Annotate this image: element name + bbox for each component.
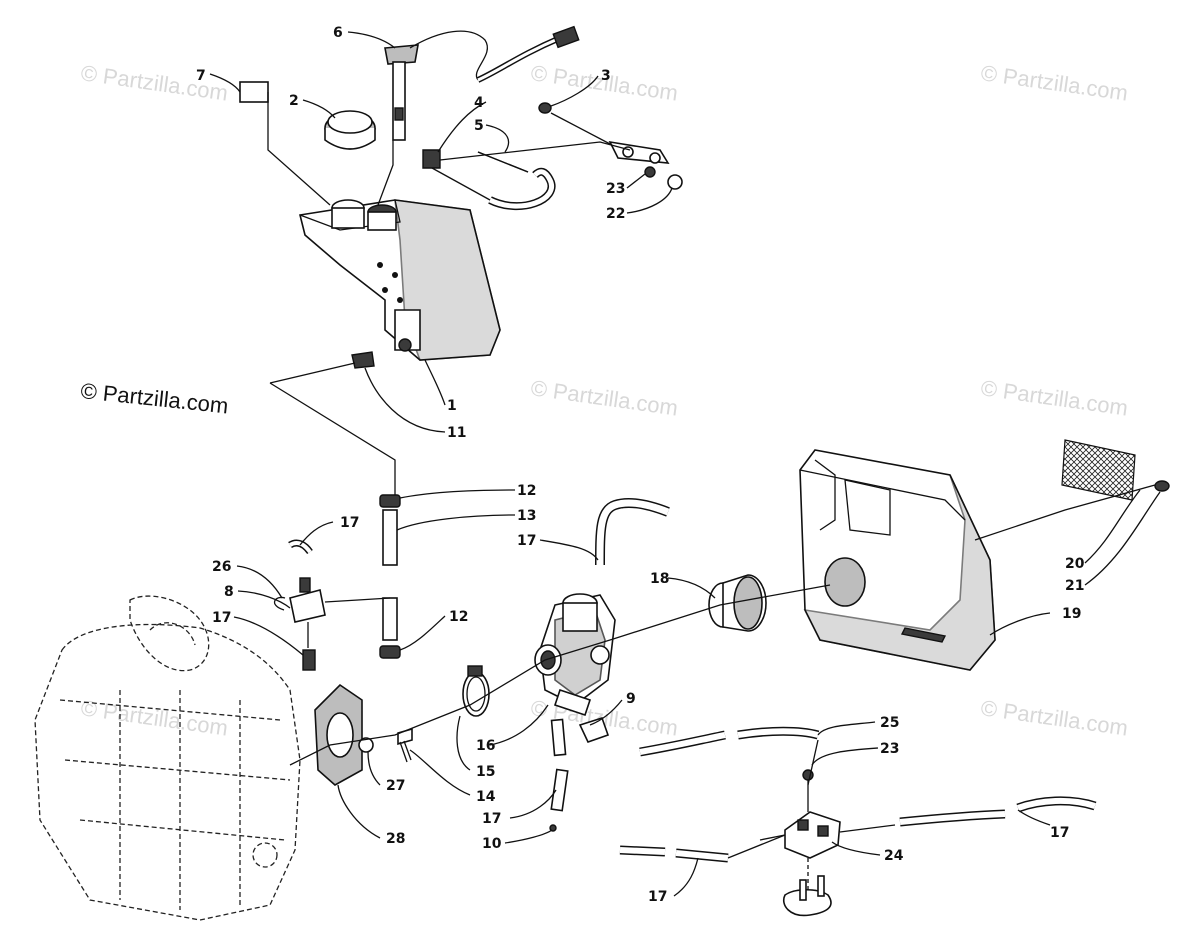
callout-10: 10 <box>482 836 502 852</box>
callout-8: 8 <box>224 584 234 600</box>
callout-23: 22 <box>606 206 625 222</box>
callout-18: 18 <box>650 571 669 587</box>
silencer-screen <box>1061 439 1136 501</box>
tank-outlet-fitting <box>351 351 375 369</box>
callout-11: 11 <box>447 425 466 441</box>
callout-3: 3 <box>601 68 611 84</box>
tank-vent-fitting <box>422 149 556 211</box>
callout-20: 20 <box>1065 556 1085 572</box>
callout-2: 2 <box>289 93 299 109</box>
washer <box>358 737 374 753</box>
callout-13: 13 <box>517 508 536 524</box>
callout-17: 17 <box>482 811 501 827</box>
screen-screw <box>1154 480 1170 492</box>
fuel-valve <box>273 539 359 671</box>
copyright-credit: © Partzilla.com <box>79 378 229 418</box>
callout-24: 23 <box>606 181 625 197</box>
carb-vent-hose <box>595 498 670 566</box>
callout-5: 5 <box>474 118 484 134</box>
intake-flange <box>314 683 363 786</box>
callout-4: 4 <box>474 95 484 111</box>
callout-1: 1 <box>447 398 457 414</box>
fuel-pump <box>759 769 896 917</box>
callout-21: 21 <box>1065 578 1084 594</box>
leader-lines <box>267 92 1156 859</box>
oil-tank <box>299 199 501 361</box>
watermark-text: © Partzilla.com <box>79 60 229 105</box>
watermark-text: © Partzilla.com <box>79 695 229 740</box>
watermark-text: © Partzilla.com <box>529 375 679 420</box>
callout-6: 6 <box>333 25 343 41</box>
callout-26: 26 <box>212 559 231 575</box>
callout-16: 16 <box>476 738 495 754</box>
callout-17: 17 <box>1050 825 1069 841</box>
watermark-text: © Partzilla.com <box>979 375 1129 420</box>
callout-19: 19 <box>1062 606 1081 622</box>
flange-clamp <box>462 665 490 717</box>
callout-12: 12 <box>517 483 536 499</box>
tank-filler-neck <box>331 199 397 231</box>
tank-cap <box>324 110 376 150</box>
watermark-text: © Partzilla.com <box>979 60 1129 105</box>
callout-leaders <box>209 31 1161 897</box>
air-silencer <box>799 449 996 671</box>
callout-labels: 6 7 2 3 4 5 23 22 1 11 12 13 17 17 26 8 … <box>196 25 1085 905</box>
oil-line-hose <box>379 494 401 659</box>
fuel-hoses <box>619 726 1097 863</box>
callout-7: 7 <box>196 68 206 84</box>
engine-outline <box>34 595 301 921</box>
carb-drain-hoses <box>549 717 610 832</box>
callout-23: 23 <box>880 741 899 757</box>
callout-17: 17 <box>648 889 667 905</box>
callout-12: 12 <box>449 609 468 625</box>
oil-level-sensor <box>384 25 580 141</box>
watermark-text: © Partzilla.com <box>979 695 1129 740</box>
callout-14: 14 <box>476 789 496 805</box>
callout-27: 27 <box>386 778 405 794</box>
callout-17: 17 <box>212 610 231 626</box>
callout-15: 15 <box>476 764 495 780</box>
callout-22: 24 <box>884 848 904 864</box>
callout-17: 17 <box>517 533 536 549</box>
decal <box>239 81 269 103</box>
flange-bolt <box>397 727 413 763</box>
intake-boot <box>708 574 767 632</box>
callout-9: 9 <box>626 691 636 707</box>
callout-28: 28 <box>386 831 405 847</box>
callout-17: 17 <box>340 515 359 531</box>
callout-25: 25 <box>880 715 899 731</box>
tank-bracket <box>538 102 683 190</box>
